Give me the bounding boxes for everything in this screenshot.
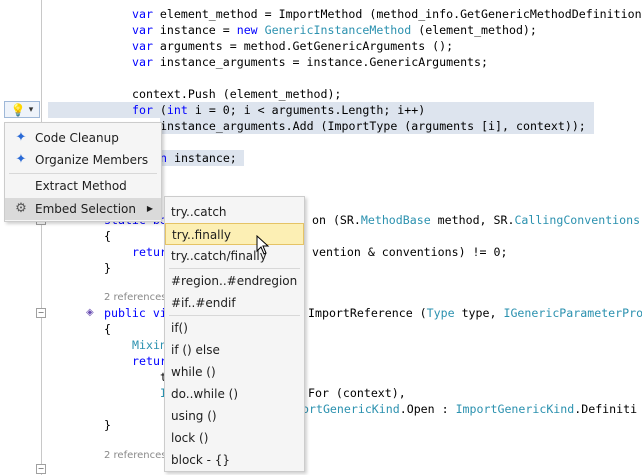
code-line[interactable]: ortGenericKind.Open : ImportGenericKind.… <box>302 402 638 416</box>
code-line[interactable]: retur <box>132 354 167 368</box>
chevron-down-icon: ▾ <box>28 104 34 115</box>
submenu-item-if[interactable]: if() <box>171 321 188 335</box>
mouse-cursor-icon <box>256 235 270 255</box>
code-line[interactable]: on (SR.MethodBase method, SR.CallingConv… <box>312 213 641 227</box>
submenu-item-lock[interactable]: lock () <box>171 431 209 445</box>
submenu-item-try-catch[interactable]: try..catch <box>171 205 227 219</box>
quick-actions-menu: ✦ Code Cleanup ✦ Organize Members Extrac… <box>4 122 162 222</box>
code-line-selected[interactable]: for (int i = 0; i < arguments.Length; i+… <box>132 103 426 117</box>
code-line[interactable]: var instance = new GenericInstanceMethod… <box>132 23 537 37</box>
selection-highlight <box>48 102 594 118</box>
code-line[interactable]: vention & conventions) != 0; <box>312 245 508 259</box>
code-line-selected[interactable]: instance_arguments.Add (ImportType (argu… <box>160 119 586 133</box>
collapse-icon[interactable]: − <box>36 464 46 474</box>
code-line[interactable]: ImportReference (Type type, IGenericPara… <box>308 306 642 320</box>
code-line-selected[interactable]: n instance; <box>160 151 237 165</box>
menu-item-embed-selection[interactable]: ⚙ Embed Selection ▶ <box>5 198 161 220</box>
code-line[interactable]: public vi <box>104 306 167 320</box>
submenu-item-using[interactable]: using () <box>171 409 217 423</box>
code-line[interactable]: I <box>160 385 167 401</box>
gears-icon: ⚙ <box>15 201 27 216</box>
quick-actions-lightbulb[interactable]: 💡 ▾ <box>4 101 40 118</box>
lightbulb-icon: 💡 <box>10 102 26 117</box>
wand-icon: ✦ <box>15 152 27 167</box>
selection-highlight <box>160 150 244 166</box>
code-line[interactable]: For (context), <box>308 386 406 400</box>
submenu-item-region[interactable]: #region..#endregion <box>171 274 298 288</box>
selection-highlight <box>160 118 594 134</box>
submenu-item-if-else[interactable]: if () else <box>171 343 220 357</box>
submenu-item-do-while[interactable]: do..while () <box>171 387 239 401</box>
submenu-item-try-finally[interactable]: try..finally <box>165 223 304 245</box>
menu-item-organize-members[interactable]: ✦ Organize Members <box>5 149 161 171</box>
embed-selection-submenu: try..catch try..finally try..catch/final… <box>164 196 305 472</box>
menu-separator <box>169 268 300 269</box>
fold-guide <box>41 0 42 475</box>
editor-gutter <box>0 0 100 475</box>
menu-item-extract-method[interactable]: Extract Method <box>35 179 127 193</box>
code-line[interactable]: { <box>104 322 111 336</box>
submenu-arrow-icon: ▶ <box>146 204 153 213</box>
menu-item-code-cleanup[interactable]: ✦ Code Cleanup <box>5 127 161 149</box>
code-line[interactable]: { <box>104 229 111 243</box>
code-line[interactable]: } <box>104 418 111 432</box>
references-codelens[interactable]: 2 references <box>104 450 167 461</box>
submenu-item-while[interactable]: while () <box>171 365 216 379</box>
menu-separator <box>169 315 300 316</box>
menu-separator <box>9 173 157 174</box>
code-line[interactable]: var element_method = ImportMethod (metho… <box>132 7 642 21</box>
code-line[interactable]: var arguments = method.GetGenericArgumen… <box>132 39 454 53</box>
code-line[interactable]: Mixin <box>132 338 167 352</box>
collapse-icon[interactable]: − <box>36 308 46 318</box>
code-line[interactable]: t <box>160 369 167 385</box>
code-line[interactable]: context.Push (element_method); <box>132 87 342 101</box>
wand-icon: ✦ <box>15 130 27 145</box>
submenu-item-if-endif[interactable]: #if..#endif <box>171 296 236 310</box>
code-line[interactable]: retur <box>132 245 167 259</box>
code-line[interactable]: } <box>104 261 111 275</box>
submenu-item-try-catch-finally[interactable]: try..catch/finally <box>171 249 267 263</box>
method-icon: ◈ <box>86 307 94 318</box>
submenu-item-block[interactable]: block - {} <box>171 453 231 467</box>
references-codelens[interactable]: 2 references <box>104 292 167 303</box>
code-line[interactable]: var instance_arguments = instance.Generi… <box>132 55 488 69</box>
